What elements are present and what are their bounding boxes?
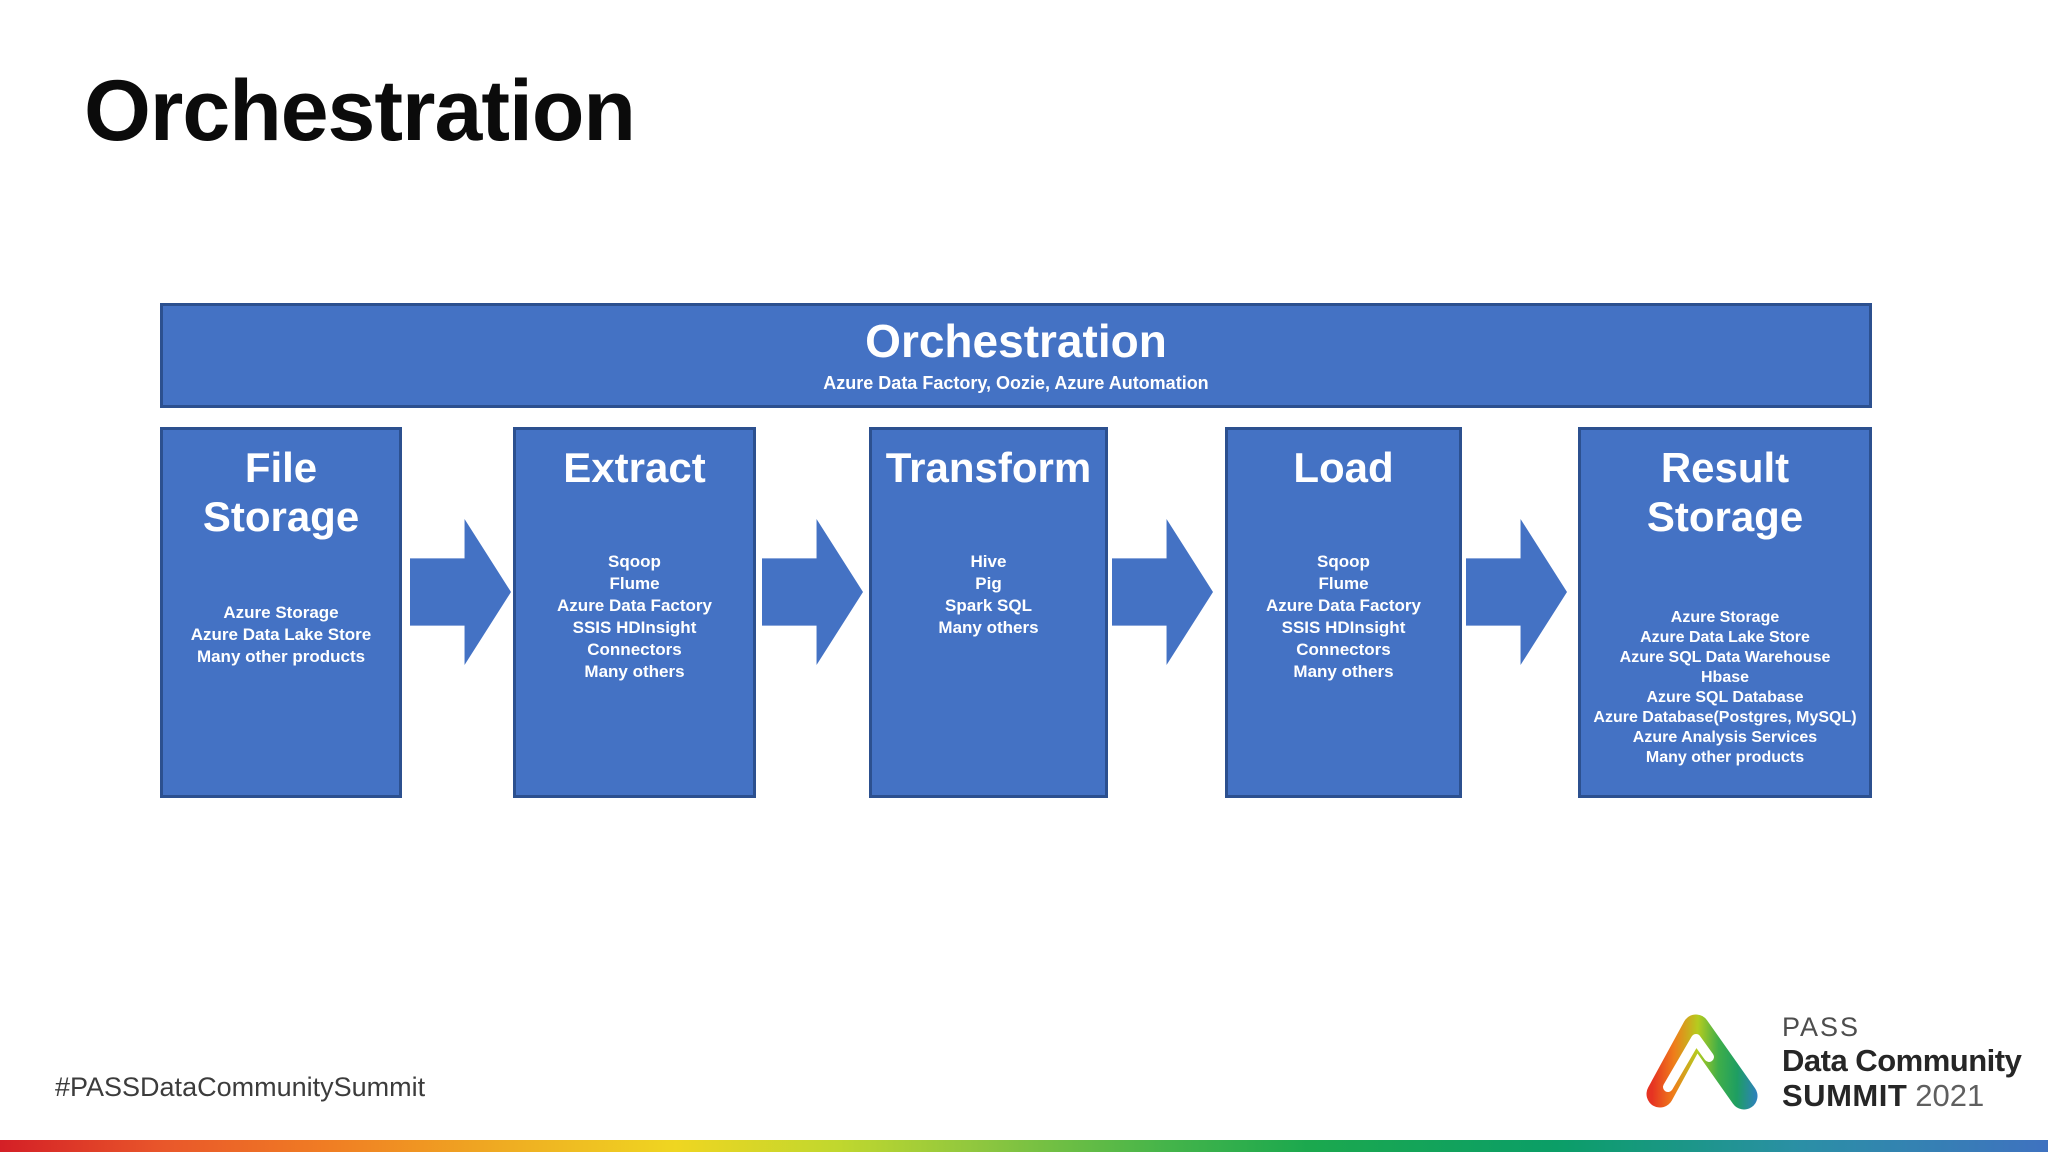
list-item: Azure SQL Database [1646, 689, 1804, 706]
list-item: Azure Database(Postgres, MySQL) [1593, 709, 1857, 726]
flow-arrow-icon [1112, 519, 1213, 665]
list-item: Azure Data Factory [557, 596, 712, 615]
stage-title: File Storage [202, 444, 360, 540]
list-item: Flume [609, 574, 660, 593]
list-item: Sqoop [608, 552, 661, 571]
stage-title: Transform [885, 444, 1092, 491]
list-item: Azure Data Factory [1266, 596, 1421, 615]
event-hashtag: #PASSDataCommunitySummit [55, 1072, 426, 1102]
logo-event-name: Data Community [1782, 1043, 2022, 1078]
list-item: Flume [1318, 574, 1369, 593]
list-item: Hive [970, 552, 1007, 571]
list-item: Azure Data Lake Store [190, 625, 372, 644]
list-item: Many other products [1645, 749, 1805, 766]
logo-org-name: PASS [1782, 1012, 1861, 1042]
list-item: Sqoop [1317, 552, 1370, 571]
stage-title: Load [1293, 444, 1394, 491]
footer-gradient-bar [0, 1140, 2048, 1152]
list-item: Azure Storage [223, 603, 339, 622]
flow-arrow-icon [1466, 519, 1567, 665]
logo-summit-word: SUMMIT [1782, 1078, 1908, 1113]
banner-subtitle: Azure Data Factory, Oozie, Azure Automat… [823, 372, 1209, 393]
stage-title: Extract [563, 444, 706, 491]
flow-arrow-icon [762, 519, 863, 665]
list-item: Hbase [1700, 669, 1750, 686]
summit-chevron-icon [1640, 1008, 1768, 1117]
list-item: SSIS HDInsight Connectors [1281, 618, 1406, 659]
list-item: Azure Data Lake Store [1640, 629, 1810, 646]
list-item: Many other products [196, 647, 366, 666]
list-item: Azure Analysis Services [1632, 729, 1818, 746]
list-item: Azure SQL Data Warehouse [1619, 649, 1831, 666]
list-item: Many others [1293, 662, 1394, 681]
banner-title: Orchestration [865, 315, 1167, 368]
list-item: Many others [584, 662, 685, 681]
list-item: Many others [938, 618, 1039, 637]
list-item: Azure Storage [1670, 609, 1780, 626]
list-item: SSIS HDInsight Connectors [572, 618, 697, 659]
stage-title: Result Storage [1646, 444, 1804, 540]
list-item: Pig [975, 574, 1002, 593]
flow-arrow-icon [410, 519, 511, 665]
orchestration-banner: Orchestration Azure Data Factory, Oozie,… [160, 303, 1872, 408]
list-item: Spark SQL [945, 596, 1032, 615]
page-title: Orchestration [84, 63, 636, 159]
logo-year: 2021 [1915, 1078, 1985, 1113]
